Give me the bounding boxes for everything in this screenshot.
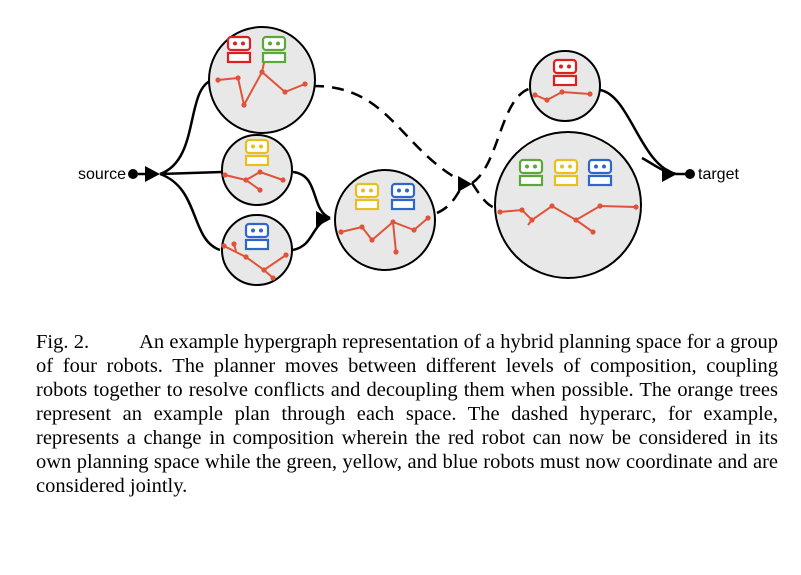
source-node	[128, 169, 138, 179]
edge-source-to-red-green	[159, 78, 213, 176]
arrowhead-source	[145, 166, 160, 182]
target-node	[685, 169, 695, 179]
space-red	[529, 50, 601, 122]
hypergraph-figure: source target	[78, 26, 739, 286]
arrowhead-yellow-blue	[316, 211, 331, 227]
dashed-to-red	[471, 86, 533, 185]
arrowhead-target	[662, 166, 677, 182]
solid-edges	[159, 78, 690, 252]
space-yellow-blue	[334, 169, 436, 271]
target-label: target	[698, 166, 739, 183]
edge-blue-to-yellow-blue	[292, 216, 331, 252]
robot-yellow-icon	[244, 138, 270, 167]
space-blue	[221, 214, 293, 286]
robot-blue-icon	[244, 222, 270, 251]
dashed-from-red-green	[311, 84, 466, 185]
dashed-from-yellow-blue	[436, 182, 466, 215]
robot-red-icon	[552, 58, 578, 87]
figure-caption: Fig. 2.An example hypergraph representat…	[36, 330, 778, 498]
robot-yellow-icon	[354, 182, 380, 211]
robot-blue-icon	[587, 158, 613, 187]
space-green-yellow-blue	[494, 131, 642, 279]
arrowhead-hyperarc	[458, 176, 472, 192]
robot-green-icon	[518, 158, 544, 187]
caption-label: Fig. 2.	[36, 331, 90, 353]
robot-blue-icon	[390, 182, 416, 211]
edge-yellow-to-yellow-blue	[292, 170, 331, 220]
dashed-to-gyb	[470, 182, 496, 210]
caption-text: An example hypergraph representation of …	[36, 331, 778, 497]
dashed-hyperarc	[311, 84, 533, 215]
edge-source-to-blue	[159, 172, 221, 252]
edge-source-to-yellow	[159, 170, 223, 176]
space-yellow	[221, 134, 293, 206]
robot-green-icon	[261, 35, 287, 64]
robot-yellow-icon	[553, 158, 579, 187]
space-red-green	[208, 26, 316, 134]
arrowheads	[145, 166, 677, 227]
source-label: source	[78, 166, 126, 183]
robot-red-icon	[226, 35, 252, 64]
